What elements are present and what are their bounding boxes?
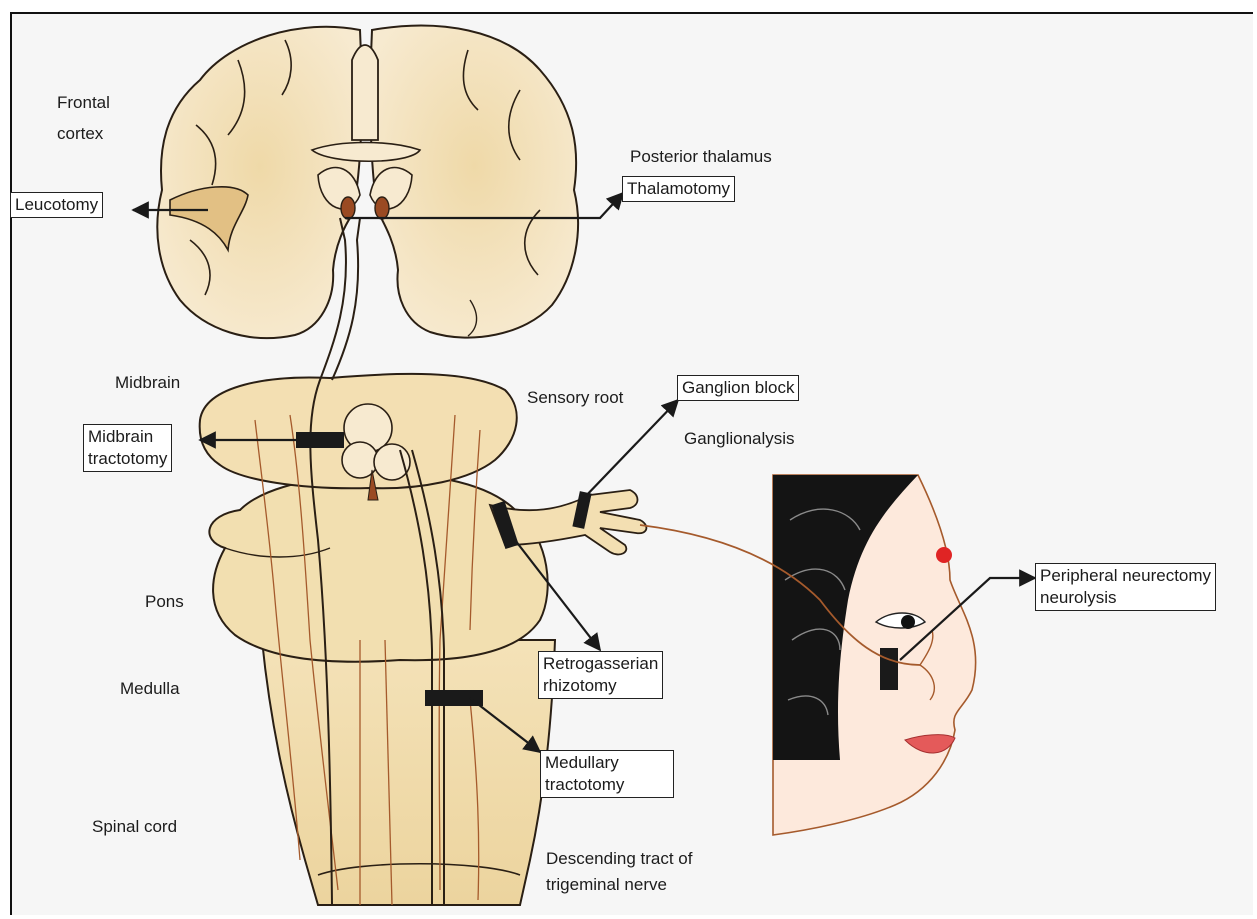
peripheral-neurectomy-marker xyxy=(880,648,898,690)
medullary-tractotomy-marker xyxy=(425,690,483,706)
box-peripheral-neurectomy: Peripheral neurectomy neurolysis xyxy=(1035,563,1216,611)
brain-section xyxy=(157,26,578,339)
label-ganglionalysis: Ganglionalysis xyxy=(684,428,795,450)
box-leucotomy: Leucotomy xyxy=(10,192,103,218)
box-thalamotomy: Thalamotomy xyxy=(622,176,735,202)
label-spinal-cord: Spinal cord xyxy=(92,816,177,838)
label-medulla: Medulla xyxy=(120,678,180,700)
label-pons: Pons xyxy=(145,591,184,613)
box-retrogasserian-rhizotomy: Retrogasserian rhizotomy xyxy=(538,651,663,699)
spinal-cord-shape xyxy=(262,640,555,905)
midbrain-tractotomy-marker xyxy=(296,432,344,448)
label-posterior-thalamus: Posterior thalamus xyxy=(630,146,772,168)
bindi xyxy=(936,547,952,563)
face-profile xyxy=(640,475,976,835)
box-midbrain-tractotomy: Midbrain tractotomy xyxy=(83,424,172,472)
pons-shape xyxy=(209,474,547,662)
label-sensory-root: Sensory root xyxy=(527,387,623,409)
box-medullary-tractotomy: Medullary tractotomy xyxy=(540,750,674,798)
label-frontal-cortex: Frontal cortex xyxy=(57,92,110,145)
label-descending-tract: Descending tract of trigeminal nerve xyxy=(546,848,692,896)
label-midbrain: Midbrain xyxy=(115,372,180,394)
box-ganglion-block: Ganglion block xyxy=(677,375,799,401)
